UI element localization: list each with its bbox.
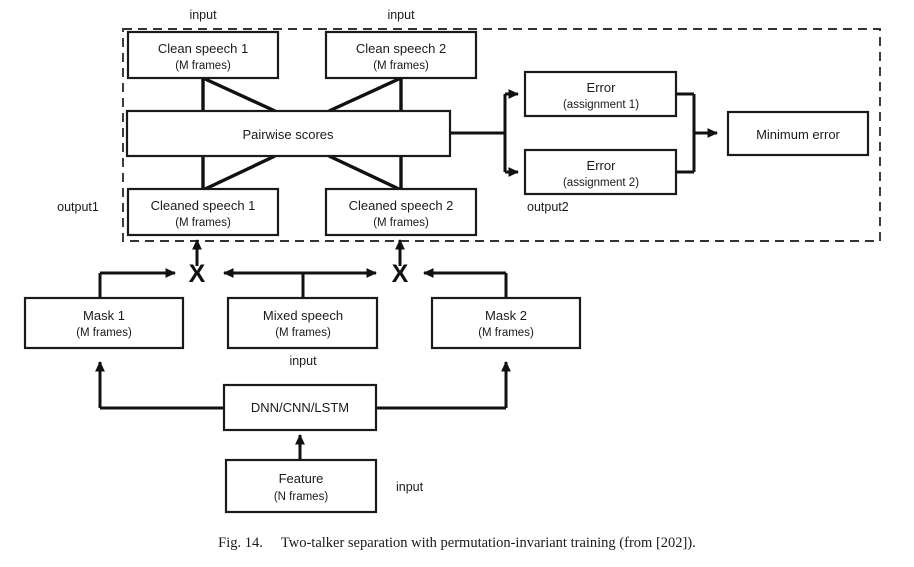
- node-mask-2-title: Mask 2: [485, 308, 527, 323]
- node-mask-2: [430, 296, 582, 350]
- node-mask-1-sub: (M frames): [76, 327, 132, 339]
- node-feature-sub: (N frames): [274, 491, 328, 503]
- node-pairwise-scores: [125, 109, 452, 158]
- multiply-icon-right: X: [392, 260, 409, 288]
- node-mask-1: [23, 296, 185, 350]
- node-error-assignment-1: [523, 70, 678, 118]
- node-dnn: [222, 383, 378, 432]
- label-output2: output2: [527, 200, 569, 214]
- multiply-icon-left: X: [189, 260, 206, 288]
- node-feature: [224, 458, 378, 514]
- node-pairwise-scores-label: Pairwise scores: [242, 127, 334, 142]
- score-line-cross-bottom-2: [328, 154, 402, 192]
- node-cleaned-speech-2-title: Cleaned speech 2: [349, 198, 454, 213]
- figure-caption-text: Two-talker separation with permutation-i…: [280, 535, 696, 551]
- node-cleaned-speech-1-title: Cleaned speech 1: [151, 198, 256, 213]
- pit-separation-diagram: input input Pairwise scores Clean speech…: [23, 8, 881, 514]
- node-error-assignment-2-sub: (assignment 2): [563, 177, 639, 189]
- node-clean-speech-1-title: Clean speech 1: [158, 41, 248, 56]
- node-error-assignment-1-title: Error: [587, 80, 617, 95]
- node-clean-speech-2-title: Clean speech 2: [356, 41, 446, 56]
- node-minimum-error-label: Minimum error: [756, 127, 840, 142]
- score-line-cross-top-1: [202, 76, 276, 113]
- node-mixed-speech-title: Mixed speech: [263, 308, 343, 323]
- label-input-feature: input: [396, 480, 424, 494]
- node-cleaned-speech-2-sub: (M frames): [373, 217, 429, 229]
- label-input-top-left: input: [189, 8, 217, 22]
- label-output1: output1: [57, 200, 99, 214]
- node-clean-speech-2-sub: (M frames): [373, 60, 429, 72]
- label-input-mixed: input: [289, 354, 317, 368]
- score-line-cross-bottom-1: [202, 154, 276, 192]
- node-mixed-speech: [226, 296, 379, 350]
- node-minimum-error: [726, 110, 870, 157]
- figure-caption-number: Fig. 14.: [218, 535, 263, 551]
- node-clean-speech-1-sub: (M frames): [175, 60, 231, 72]
- node-mixed-speech-sub: (M frames): [275, 327, 331, 339]
- figure-caption: Fig. 14. Two-talker separation with permu…: [0, 535, 914, 552]
- node-clean-speech-2: [324, 30, 478, 80]
- node-error-assignment-1-sub: (assignment 1): [563, 99, 639, 111]
- node-clean-speech-1: [126, 30, 280, 80]
- label-input-top-right: input: [387, 8, 415, 22]
- score-line-cross-top-2: [328, 76, 402, 113]
- node-cleaned-speech-1: [126, 187, 280, 237]
- node-mask-2-sub: (M frames): [478, 327, 534, 339]
- node-feature-title: Feature: [279, 471, 324, 486]
- node-cleaned-speech-2: [324, 187, 478, 237]
- node-mask-1-title: Mask 1: [83, 308, 125, 323]
- pit-region-dashed-border: [122, 28, 881, 242]
- node-dnn-label: DNN/CNN/LSTM: [251, 400, 349, 415]
- node-error-assignment-2-title: Error: [587, 158, 617, 173]
- node-cleaned-speech-1-sub: (M frames): [175, 217, 231, 229]
